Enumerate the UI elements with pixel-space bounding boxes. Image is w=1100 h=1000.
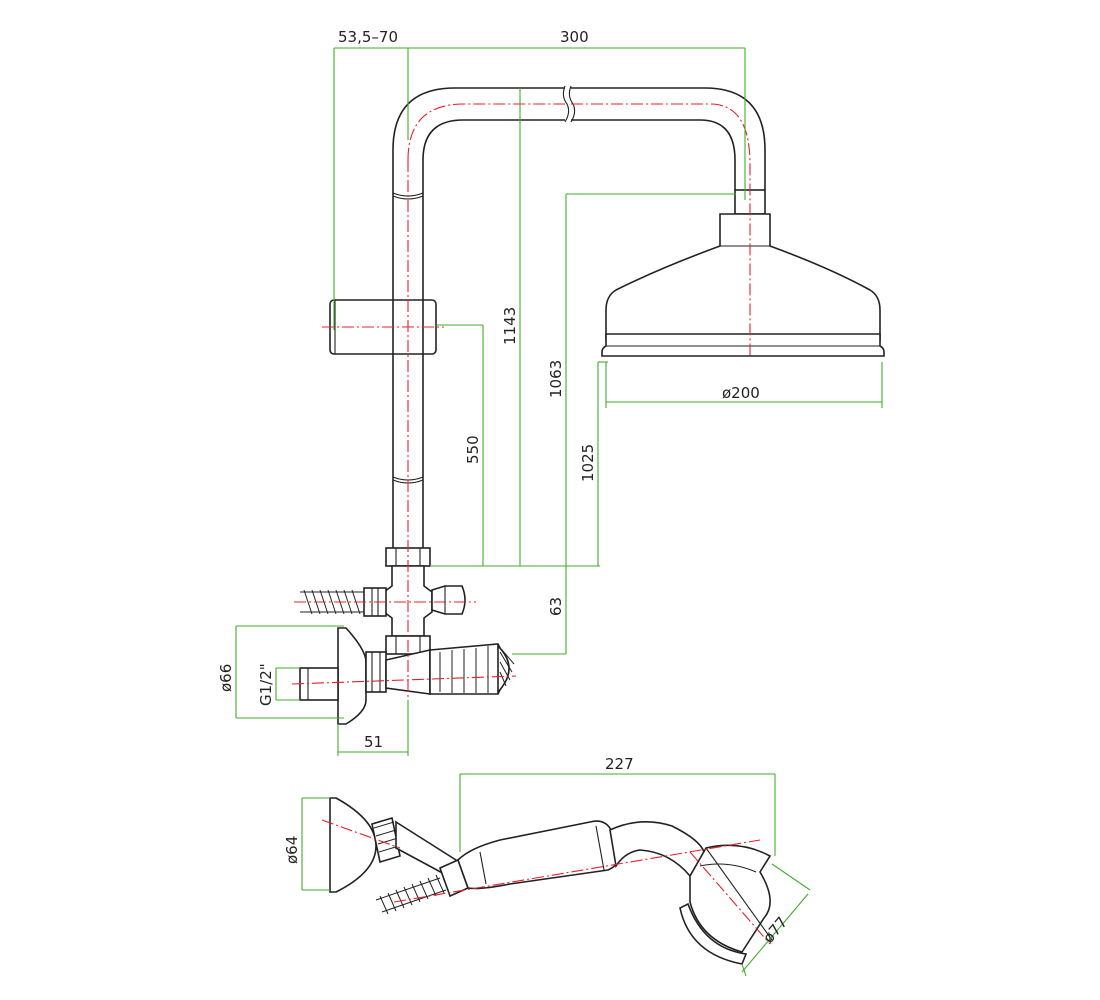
dim-bracket-diameter: ø64 <box>283 836 301 864</box>
dim-slider-height: 550 <box>464 435 482 464</box>
dim-arm-offset: 53,5–70 <box>338 28 398 46</box>
dim-total-height: 1143 <box>501 307 519 345</box>
dim-handset-length: 227 <box>605 755 634 773</box>
dim-valve-offset: 63 <box>547 597 565 616</box>
dimension-lines <box>235 47 883 977</box>
hand-shower <box>375 820 773 965</box>
shower-head <box>601 213 885 357</box>
diverter-valve <box>300 547 466 655</box>
dim-head-height: 1063 <box>547 360 565 398</box>
dim-arm-length: 300 <box>560 28 589 46</box>
dim-wall-distance: 51 <box>364 733 383 751</box>
dim-head-diameter: ø200 <box>722 384 760 402</box>
hose-spring-left <box>303 589 361 615</box>
dim-thread: G1/2" <box>257 663 275 706</box>
dim-wall-flange-diameter: ø66 <box>217 664 235 692</box>
centerlines <box>291 103 771 945</box>
dimension-labels: 53,5–70 300 1143 1063 1025 550 63 ø200 ø… <box>217 28 791 947</box>
dim-head-bottom-height: 1025 <box>579 444 597 482</box>
wall-inlet-and-handle <box>299 627 515 725</box>
